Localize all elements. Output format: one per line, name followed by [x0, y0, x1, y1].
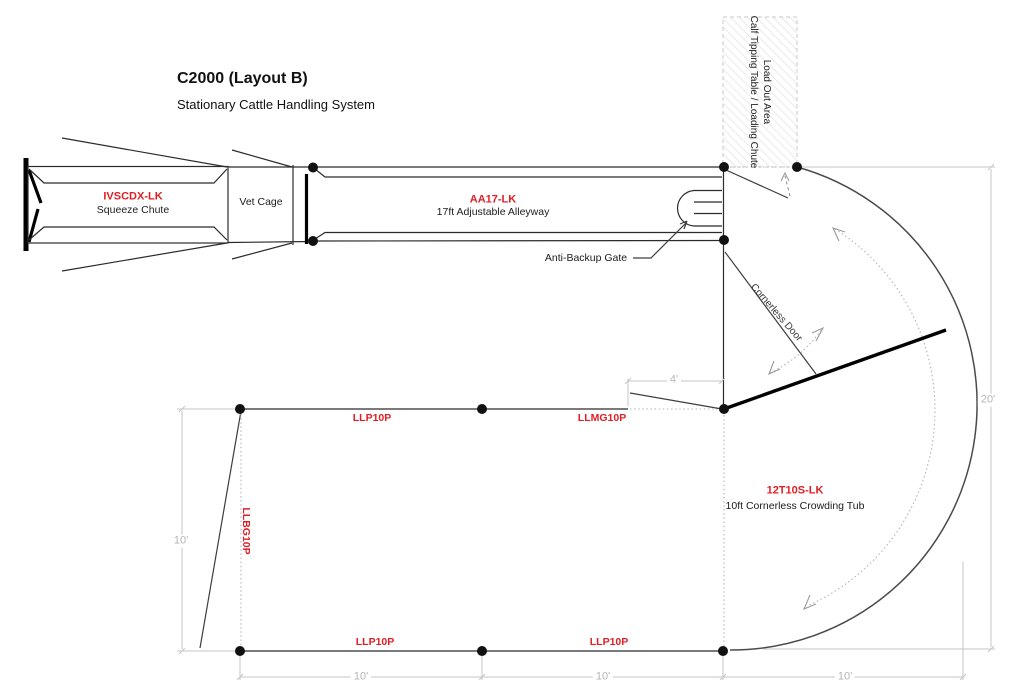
wing-panels [61, 137, 293, 272]
load-out-area-label: Load Out Area Calf Tipping Table / Loadi… [747, 14, 773, 170]
dim-tub-height: 20' [977, 393, 999, 407]
panel-label-bottom-left: LLP10P [355, 635, 395, 648]
load-out-line2: Calf Tipping Table / Loading Chute [748, 15, 759, 169]
crowding-tub-part-label: 12T10S-LK [766, 484, 824, 497]
alleyway-outline [312, 166, 725, 409]
panel-label-man-gate: LLMG10P [577, 411, 627, 424]
dim-gate-offset: 4' [666, 373, 682, 387]
anti-backup-gate-label: Anti-Backup Gate [544, 251, 628, 264]
panel-label-bottom-mid: LLP10P [589, 635, 629, 648]
dim-bottom-3: 10' [834, 670, 856, 684]
load-out-area-box [722, 16, 798, 199]
page-subtitle: Stationary Cattle Handling System [177, 97, 375, 112]
page-title: C2000 (Layout B) [177, 70, 308, 87]
alleyway-part-label: AA17-LK [469, 193, 517, 206]
dim-bottom-2: 10' [592, 670, 614, 684]
junction-dots [235, 162, 802, 656]
squeeze-chute-part-label: IVSCDX-LK [103, 190, 163, 203]
anti-backup-gate-symbol [633, 189, 722, 259]
squeeze-chute-outline [23, 158, 229, 251]
holding-pen-outline [199, 392, 723, 652]
alleyway-name-label: 17ft Adjustable Alleyway [436, 205, 550, 218]
vet-cage-label: Vet Cage [239, 195, 283, 208]
dim-left-height: 10' [170, 534, 192, 548]
crowding-tub-name-label: 10ft Cornerless Crowding Tub [725, 499, 865, 512]
panel-label-top: LLP10P [352, 411, 392, 424]
crowding-tub-outline [723, 166, 978, 651]
vet-cage-outline [227, 165, 314, 245]
dim-bottom-1: 10' [350, 670, 372, 684]
load-out-line1: Load Out Area [761, 59, 772, 125]
squeeze-chute-name-label: Squeeze Chute [96, 203, 170, 216]
panel-label-left-gate: LLBG10P [240, 507, 253, 555]
